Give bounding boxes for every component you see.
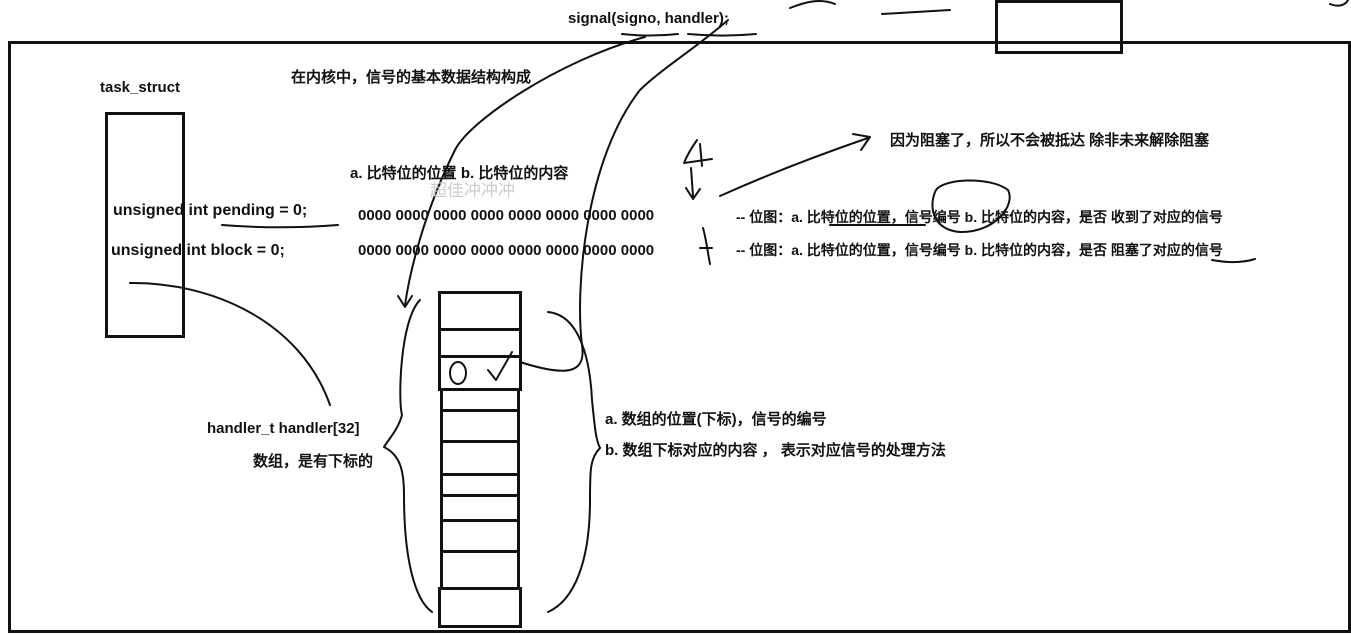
array-note-b: b. 数组下标对应的内容 ， 表示对应信号的处理方法 bbox=[605, 442, 946, 459]
task-struct-label: task_struct bbox=[100, 79, 181, 96]
pending-decl: unsigned int pending = 0; bbox=[113, 202, 308, 219]
array-cell bbox=[438, 587, 522, 628]
top-box bbox=[995, 0, 1123, 54]
array-note-a: a. 数组的位置(下标)，信号的编号 bbox=[605, 411, 827, 428]
watermark: 超佳冲冲冲 bbox=[430, 181, 515, 200]
pending-bits: 0000 0000 0000 0000 0000 0000 0000 0000 bbox=[358, 207, 655, 224]
handler-decl: handler_t handler[32] bbox=[207, 420, 360, 437]
pending-desc: -- 位图：a. 比特位的位置，信号编号 b. 比特位的内容，是否 收到了对应的… bbox=[736, 209, 1223, 225]
handler-note: 数组，是有下标的 bbox=[253, 453, 374, 470]
block-decl: unsigned int block = 0; bbox=[111, 242, 285, 259]
block-bits: 0000 0000 0000 0000 0000 0000 0000 0000 bbox=[358, 242, 655, 259]
signal-call: signal(signo, handler); bbox=[568, 10, 729, 27]
bit-note: a. 比特位的位置 b. 比特位的内容 bbox=[350, 165, 569, 182]
outer-frame bbox=[8, 41, 1351, 633]
block-desc: -- 位图：a. 比特位的位置，信号编号 b. 比特位的内容，是否 阻塞了对应的… bbox=[736, 242, 1223, 258]
task-struct-box bbox=[105, 112, 185, 338]
blocked-note: 因为阻塞了，所以不会被抵达 除非未来解除阻塞 bbox=[890, 132, 1210, 149]
heading: 在内核中，信号的基本数据结构构成 bbox=[291, 69, 532, 86]
